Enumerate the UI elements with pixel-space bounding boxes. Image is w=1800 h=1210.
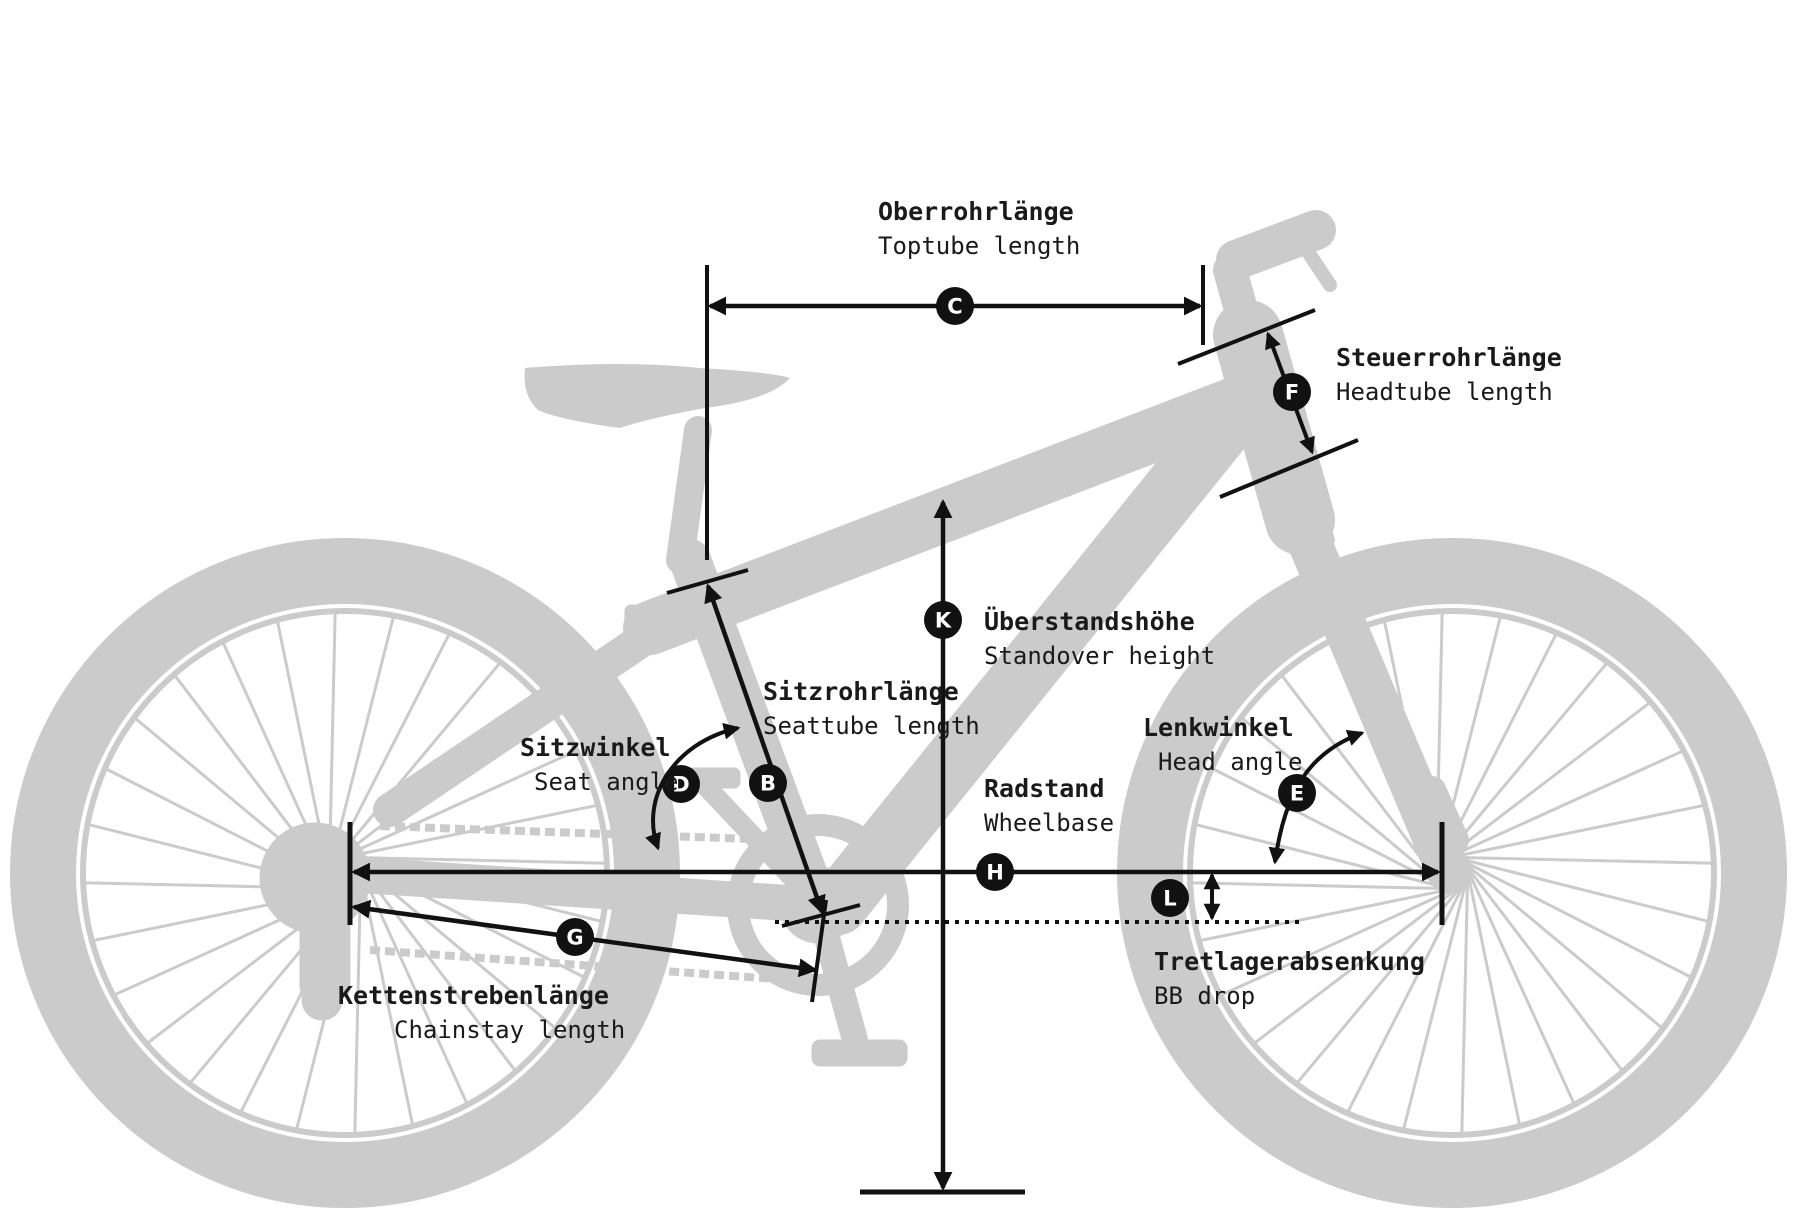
spoke <box>1440 661 1609 862</box>
svg-text:F: F <box>1285 381 1299 405</box>
toptube-label-de: Oberrohrlänge <box>878 197 1074 226</box>
spoke <box>1455 855 1714 865</box>
svg-text:E: E <box>1290 782 1304 806</box>
saddle <box>524 364 790 428</box>
svg-text:C: C <box>947 295 962 319</box>
svg-text:D: D <box>672 773 689 797</box>
standover-label-en: Standover height <box>984 642 1215 670</box>
spoke <box>329 615 396 867</box>
svg-text:G: G <box>566 926 583 950</box>
label-headtube: Steuerrohrlänge Headtube length <box>1336 343 1562 406</box>
spoke <box>333 661 502 862</box>
label-seattube: Sitzrohrlänge Seattube length <box>763 677 980 740</box>
marker-f: F <box>1273 373 1311 411</box>
spoke <box>1345 882 1466 1114</box>
headtube-label-en: Headtube length <box>1336 378 1553 406</box>
seattube-label-en: Seattube length <box>763 712 980 740</box>
seatangle-label-de: Sitzwinkel <box>520 733 671 762</box>
svg-text:B: B <box>760 772 776 796</box>
marker-e: E <box>1278 774 1316 812</box>
marker-h: H <box>976 853 1014 891</box>
spoke <box>1465 865 1625 1073</box>
svg-text:K: K <box>935 609 952 633</box>
wheelbase-label-en: Wheelbase <box>984 809 1114 837</box>
chainstay-label-en: Chainstay length <box>394 1016 625 1044</box>
marker-c: C <box>936 287 974 325</box>
spoke <box>1447 749 1685 859</box>
seattube-arrow <box>704 583 826 915</box>
spoke <box>1461 859 1693 980</box>
headtube-ref-bottom <box>1219 438 1359 499</box>
svg-text:H: H <box>986 861 1004 885</box>
svg-text:L: L <box>1163 887 1176 911</box>
letter-markers: C F K B D E H L G <box>556 287 1316 956</box>
marker-d: D <box>662 765 700 803</box>
spoke <box>1466 872 1522 1127</box>
marker-l: L <box>1151 879 1189 917</box>
spoke <box>1460 876 1470 1135</box>
seattube-ref-top <box>666 568 749 595</box>
label-headangle: Lenkwinkel Head angle <box>1143 713 1303 776</box>
labels: Oberrohrlänge Toptube length Steuerrohrl… <box>338 197 1562 1044</box>
label-bbdrop: Tretlagerabsenkung BB drop <box>1154 947 1425 1010</box>
headtube-ref-top <box>1177 308 1316 366</box>
chainstay-ref <box>810 899 828 1003</box>
spoke <box>1466 868 1576 1106</box>
headtube-label-de: Steuerrohrlänge <box>1336 343 1562 372</box>
marker-b: B <box>749 764 787 802</box>
label-standover: Überstandshöhe Standover height <box>984 606 1215 670</box>
chainstay-label-de: Kettenstrebenlänge <box>338 981 609 1010</box>
label-seatangle: Sitzwinkel Seat angle <box>520 733 679 796</box>
toptube-label-en: Toptube length <box>878 232 1080 260</box>
measurement-lines <box>347 265 1445 1195</box>
spoke <box>1219 887 1457 997</box>
standover-label-de: Überstandshöhe <box>984 606 1195 636</box>
spoke <box>1444 700 1652 860</box>
spoke <box>1451 803 1706 859</box>
marker-g: G <box>556 918 594 956</box>
spoke <box>1458 857 1710 924</box>
spoke <box>1252 886 1460 1046</box>
spoke <box>1198 887 1453 943</box>
spoke <box>1401 879 1468 1131</box>
marker-k: K <box>924 601 962 639</box>
spoke <box>1295 884 1464 1085</box>
bbdrop-label-en: BB drop <box>1154 982 1255 1010</box>
bbdrop-label-de: Tretlagerabsenkung <box>1154 947 1425 976</box>
seattube-label-de: Sitzrohrlänge <box>763 677 959 706</box>
wheelbase-label-de: Radstand <box>984 774 1104 803</box>
spoke <box>340 749 578 859</box>
label-chainstay: Kettenstrebenlänge Chainstay length <box>338 981 625 1044</box>
spoke <box>1463 861 1664 1030</box>
seatangle-label-en: Seat angle <box>534 768 679 796</box>
spoke <box>1190 881 1449 891</box>
spoke <box>348 855 607 865</box>
label-wheelbase: Radstand Wheelbase <box>984 774 1114 837</box>
label-toptube: Oberrohrlänge Toptube length <box>878 197 1080 260</box>
headangle-label-en: Head angle <box>1158 748 1303 776</box>
headangle-label-de: Lenkwinkel <box>1143 713 1294 742</box>
